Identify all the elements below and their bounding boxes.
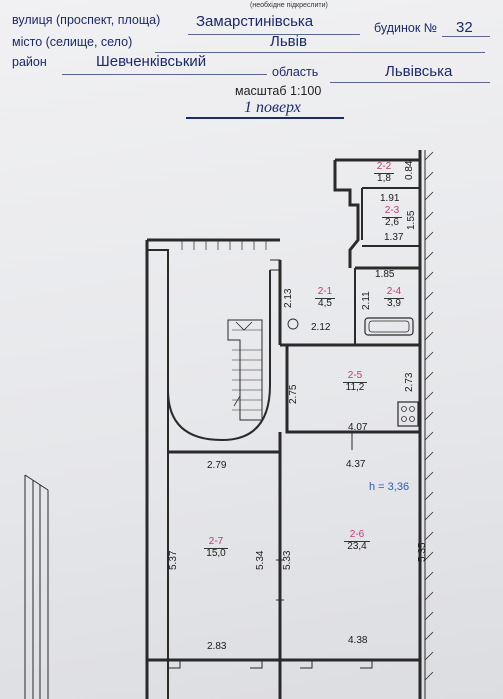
city-underline (155, 52, 485, 53)
dim-2-73: 2.73 (404, 372, 415, 392)
region-label: область (272, 65, 319, 79)
dim-4-37: 4.37 (346, 459, 366, 470)
floor-underline (186, 117, 344, 119)
dim-0-84: 0.84 (404, 160, 415, 180)
dim-5-34: 5.34 (255, 550, 266, 570)
room-code: 2-3 (384, 205, 400, 216)
dim-5-37: 5.37 (168, 550, 179, 570)
floor-title: 1 поверх (244, 99, 301, 116)
room-2-3: 2-3 2,6 (382, 206, 402, 228)
room-code: 2-7 (208, 536, 224, 547)
room-area: 1,8 (374, 173, 394, 184)
district-value: Шевченківський (96, 53, 207, 70)
house-underline (442, 36, 490, 37)
room-2-2: 2-2 1,8 (374, 162, 394, 184)
district-underline (62, 74, 267, 75)
street-label: вулиця (проспект, площа) (12, 13, 161, 27)
dim-1-91: 1.91 (380, 193, 400, 204)
room-2-4: 2-4 3,9 (384, 287, 404, 309)
dim-1-55: 1.55 (406, 210, 417, 230)
dim-1-37: 1.37 (384, 232, 404, 243)
height-note: h = 3,36 (369, 481, 410, 493)
house-label: будинок № (374, 21, 438, 35)
room-2-6: 2-6 23,4 (344, 530, 370, 552)
room-area: 3,9 (384, 298, 404, 309)
region-value: Львівська (385, 63, 453, 80)
city-value: Львів (270, 33, 307, 50)
street-underline (188, 34, 360, 35)
dim-4-07: 4.07 (348, 422, 368, 433)
room-code: 2-5 (347, 370, 363, 381)
dim-2-12: 2.12 (311, 322, 331, 333)
room-area: 4,5 (315, 298, 335, 309)
dim-4-38: 4.38 (348, 635, 368, 646)
room-area: 2,6 (382, 217, 402, 228)
dim-2-79: 2.79 (207, 460, 227, 471)
top-note: (необхідне підкреслити) (250, 2, 328, 9)
dim-2-83: 2.83 (207, 641, 227, 652)
dim-5-33: 5.33 (282, 550, 293, 570)
house-value: 32 (456, 19, 473, 36)
street-value: Замарстинівська (196, 13, 314, 30)
room-2-5: 2-5 11,2 (343, 371, 367, 393)
room-2-1: 2-1 4,5 (315, 287, 335, 309)
dim-2-13: 2.13 (283, 288, 294, 308)
scale-text: масштаб 1:100 (235, 84, 322, 98)
dim-5-35: 5.35 (417, 542, 428, 562)
dim-1-85: 1.85 (375, 269, 395, 280)
room-area: 23,4 (344, 541, 370, 552)
room-code: 2-6 (349, 529, 365, 540)
dim-2-11: 2.11 (361, 291, 372, 310)
room-code: 2-1 (317, 286, 333, 297)
room-code: 2-4 (386, 286, 402, 297)
room-2-7: 2-7 15,0 (204, 537, 228, 559)
region-underline (330, 82, 490, 83)
room-area: 11,2 (343, 382, 367, 393)
room-area: 15,0 (204, 548, 228, 559)
city-label: місто (селище, село) (12, 35, 133, 49)
dim-2-75: 2.75 (288, 384, 299, 404)
room-code: 2-2 (376, 161, 392, 172)
district-label: район (12, 55, 47, 69)
